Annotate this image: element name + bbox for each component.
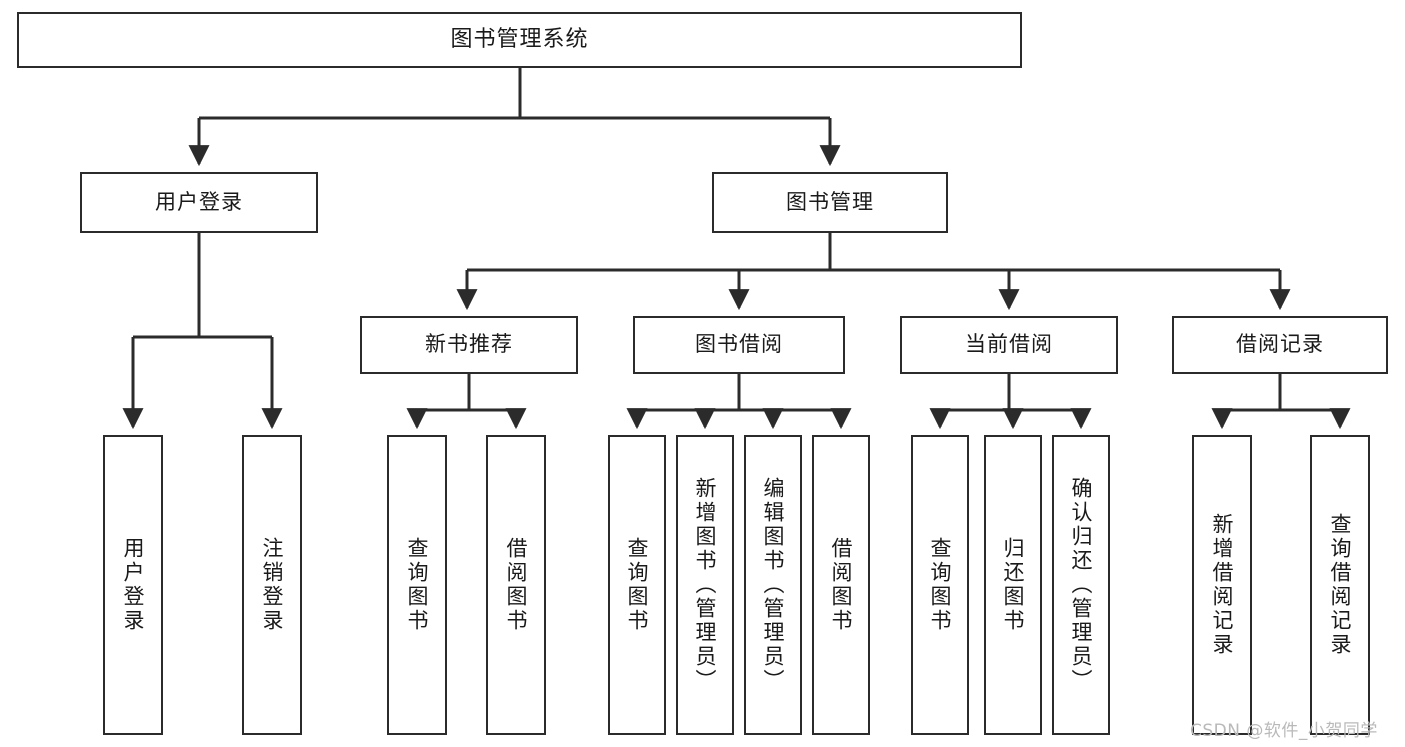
csdn-watermark: CSDN @软件_小贺同学 <box>1190 721 1378 741</box>
node-book-manage-label: 图书管理 <box>786 189 874 214</box>
leaf-borrow-book[interactable]: 借阅图书 <box>812 435 870 735</box>
leaf-add-book[interactable]: 新增图书（管理员） <box>676 435 734 735</box>
leaf-query-book-borrow-label: 查询图书 <box>625 537 650 633</box>
node-book-borrow-label: 图书借阅 <box>695 332 783 357</box>
leaf-borrow-book-rec[interactable]: 借阅图书 <box>486 435 546 735</box>
leaf-add-record[interactable]: 新增借阅记录 <box>1192 435 1252 735</box>
leaf-return-book[interactable]: 归还图书 <box>984 435 1042 735</box>
node-user-login[interactable]: 用户登录 <box>80 172 318 233</box>
node-user-login-label: 用户登录 <box>155 189 243 214</box>
leaf-user-login-label: 用户登录 <box>121 537 146 633</box>
leaf-add-record-label: 新增借阅记录 <box>1210 513 1235 657</box>
node-new-book-recommend-label: 新书推荐 <box>425 332 513 357</box>
node-borrow-record-label: 借阅记录 <box>1236 332 1324 357</box>
leaf-edit-book[interactable]: 编辑图书（管理员） <box>744 435 802 735</box>
leaf-return-book-label: 归还图书 <box>1001 537 1026 633</box>
leaf-query-book-current[interactable]: 查询图书 <box>911 435 969 735</box>
node-new-book-recommend[interactable]: 新书推荐 <box>360 316 578 374</box>
leaf-query-book-rec-label: 查询图书 <box>405 537 430 633</box>
leaf-query-record-label: 查询借阅记录 <box>1328 513 1353 657</box>
leaf-borrow-book-rec-label: 借阅图书 <box>504 537 529 633</box>
node-borrow-record[interactable]: 借阅记录 <box>1172 316 1388 374</box>
leaf-logout[interactable]: 注销登录 <box>242 435 302 735</box>
leaf-logout-label: 注销登录 <box>260 537 285 633</box>
leaf-confirm-return-label: 确认归还（管理员） <box>1069 477 1094 693</box>
node-current-borrow-label: 当前借阅 <box>965 332 1053 357</box>
leaf-edit-book-label: 编辑图书（管理员） <box>761 477 786 693</box>
leaf-query-record[interactable]: 查询借阅记录 <box>1310 435 1370 735</box>
node-root-label: 图书管理系统 <box>450 26 589 52</box>
leaf-user-login[interactable]: 用户登录 <box>103 435 163 735</box>
node-book-manage[interactable]: 图书管理 <box>712 172 948 233</box>
node-book-borrow[interactable]: 图书借阅 <box>633 316 845 374</box>
leaf-confirm-return[interactable]: 确认归还（管理员） <box>1052 435 1110 735</box>
node-root-system[interactable]: 图书管理系统 <box>17 12 1022 68</box>
leaf-query-book-current-label: 查询图书 <box>928 537 953 633</box>
leaf-borrow-book-label: 借阅图书 <box>829 537 854 633</box>
leaf-add-book-label: 新增图书（管理员） <box>693 477 718 693</box>
leaf-query-book-rec[interactable]: 查询图书 <box>387 435 447 735</box>
leaf-query-book-borrow[interactable]: 查询图书 <box>608 435 666 735</box>
node-current-borrow[interactable]: 当前借阅 <box>900 316 1118 374</box>
